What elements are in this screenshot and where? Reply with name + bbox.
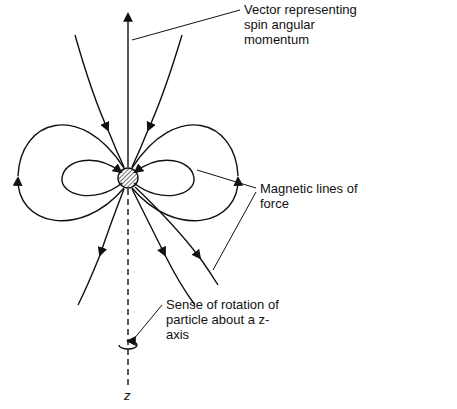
axis-label: z [124,388,144,403]
spin-vector-label: Vector representing spin angular momentu… [244,2,374,47]
rotation-label: Sense of rotation of particle about a z-… [166,297,291,342]
field-lines-label: Magnetic lines of force [260,181,370,211]
